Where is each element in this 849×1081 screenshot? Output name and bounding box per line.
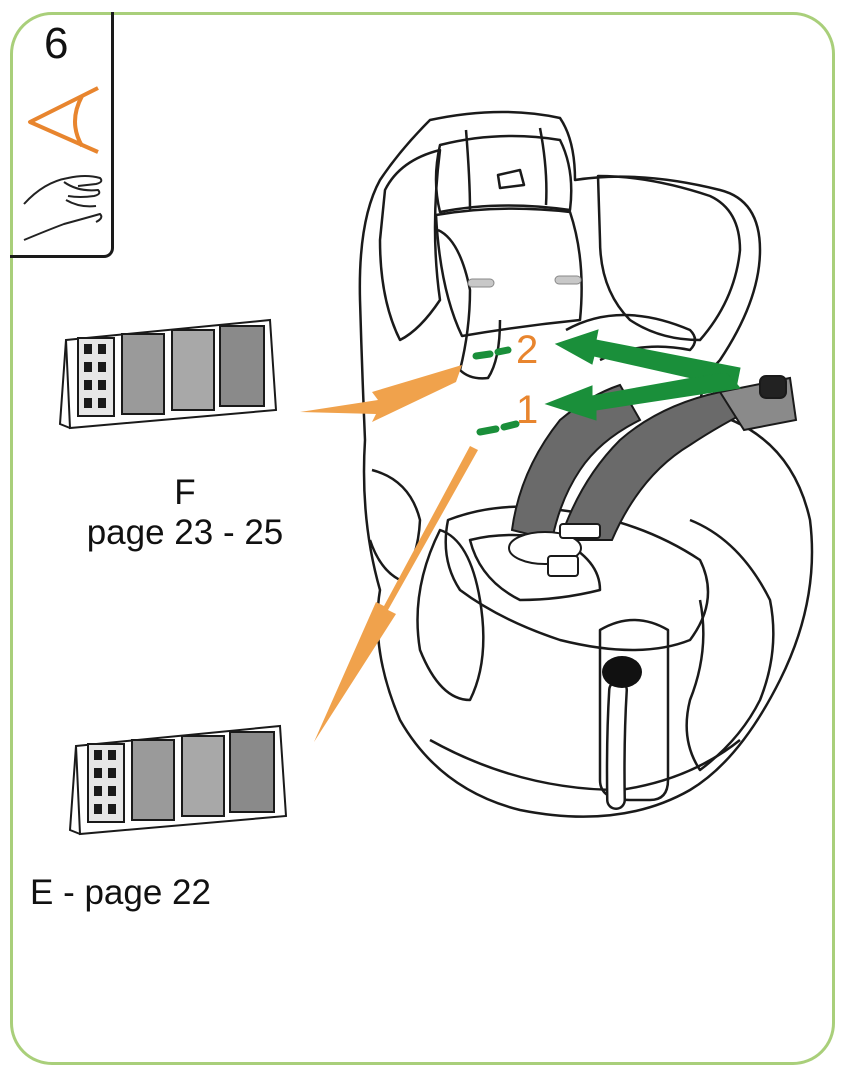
harness-buckle [508,523,601,577]
green-arrows [544,329,741,421]
manual-ref-f-letter: F [174,473,196,512]
hand-icon [23,175,103,241]
manual-booklet-e [68,724,288,836]
manual-ref-f: F page 23 - 25 [60,473,310,554]
manual-ref-f-pages: page 23 - 25 [86,513,284,553]
step-box [10,12,114,258]
car-seat [358,110,814,818]
manual-booklet-f [58,318,278,430]
step-number: 6 [44,19,69,68]
manual-ref-e: E - page 22 [30,873,211,912]
eye-icon [28,86,99,154]
crotch-strap [602,656,642,810]
orange-arrows [300,365,478,742]
headrest-slots [467,275,582,288]
slot-indicators [472,346,520,436]
marker-1: 1 [516,388,539,432]
harness-straps [510,375,798,542]
marker-2: 2 [516,328,539,372]
